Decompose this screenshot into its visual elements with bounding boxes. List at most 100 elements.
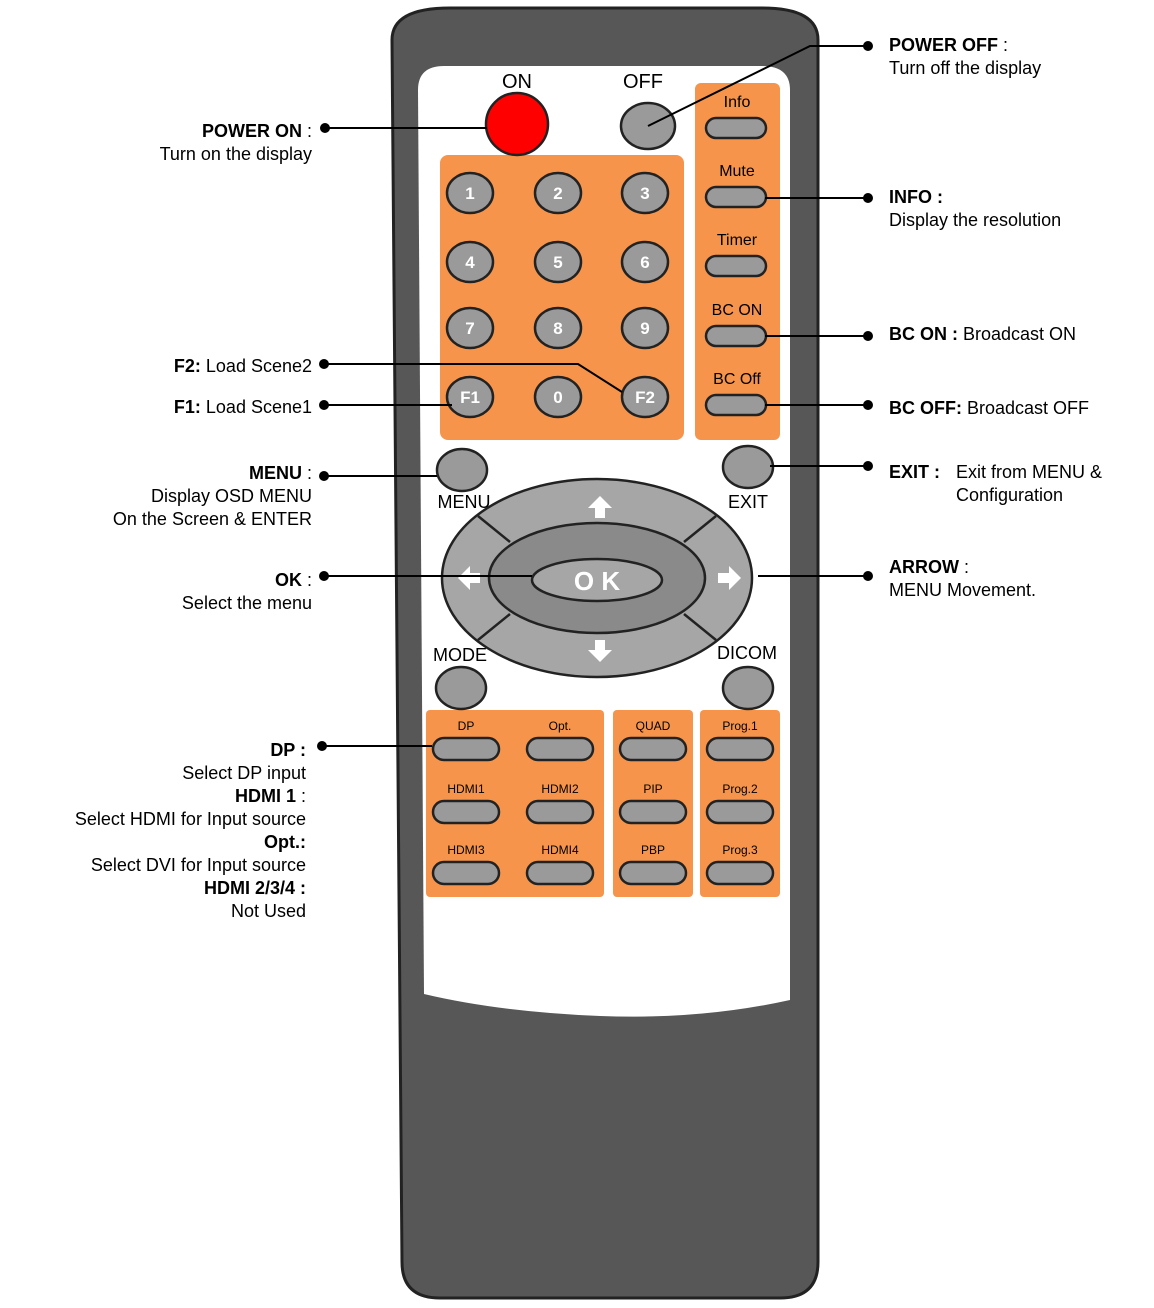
numpad-key-label: 9: [640, 319, 649, 338]
callout-ok-sep: :: [302, 570, 312, 590]
callout-menu-desc1: Display OSD MENU: [151, 486, 312, 506]
numpad-key-label: 4: [465, 253, 475, 272]
layout-pip-label: PIP: [643, 782, 662, 796]
power-off-label: OFF: [623, 71, 663, 93]
numpad-key-label: 3: [640, 184, 649, 203]
numpad-key-label: 0: [553, 388, 562, 407]
callout-bc-on: BC ON : Broadcast ON: [889, 323, 1076, 346]
callout-exit-desc2: Configuration: [956, 485, 1063, 505]
power-on-button[interactable]: [486, 93, 548, 155]
callout-bc-off-desc: Broadcast OFF: [962, 398, 1089, 418]
side-key-timer[interactable]: [706, 256, 766, 276]
callout-menu: MENU : Display OSD MENU On the Screen & …: [113, 462, 312, 531]
side-key-label: Info: [724, 94, 751, 111]
exit-button[interactable]: [723, 446, 773, 488]
callout-power-on-title: POWER ON: [202, 121, 302, 141]
callout-info: INFO : Display the resolution: [889, 186, 1061, 232]
numpad-key-label: 1: [465, 184, 474, 203]
callout-exit-title: EXIT :: [889, 461, 940, 484]
callout-ok: OK : Select the menu: [182, 569, 312, 615]
menu-label: MENU: [438, 492, 491, 512]
callout-dp-desc: Select DP input: [182, 763, 306, 783]
input-dp-button[interactable]: [433, 738, 499, 760]
callout-bc-off: BC OFF: Broadcast OFF: [889, 397, 1089, 420]
callout-f2-title: F2:: [174, 356, 201, 376]
input-hdmi1-label: HDMI1: [447, 782, 485, 796]
power-on-label: ON: [502, 71, 532, 93]
callout-hdmi1-title: HDMI 1: [235, 786, 296, 806]
callout-power-on: POWER ON : Turn on the display: [160, 120, 312, 166]
callout-power-on-desc: Turn on the display: [160, 144, 312, 164]
prog-2-button[interactable]: [707, 801, 773, 823]
input-opt-button[interactable]: [527, 738, 593, 760]
callout-hdmi234-desc: Not Used: [231, 901, 306, 921]
callout-power-off: POWER OFF : Turn off the display: [889, 34, 1041, 80]
input-hdmi2-button[interactable]: [527, 801, 593, 823]
side-key-label: BC ON: [712, 302, 763, 319]
ok-label: O K: [574, 566, 620, 596]
callout-menu-title: MENU: [249, 463, 302, 483]
layout-quad-button[interactable]: [620, 738, 686, 760]
dicom-label: DICOM: [717, 643, 777, 663]
prog-1-button[interactable]: [707, 738, 773, 760]
callout-f2: F2: Load Scene2: [174, 355, 312, 378]
callout-power-off-sep: :: [998, 35, 1008, 55]
callout-menu-desc2: On the Screen & ENTER: [113, 509, 312, 529]
callout-exit-desc: Exit from MENU & Configuration: [956, 461, 1102, 507]
callout-hdmi1-sep: :: [296, 786, 306, 806]
side-key-bc-off[interactable]: [706, 395, 766, 415]
callout-power-off-desc: Turn off the display: [889, 58, 1041, 78]
callout-hdmi234-title: HDMI 2/3/4 :: [204, 878, 306, 898]
mode-label: MODE: [433, 645, 487, 665]
menu-button[interactable]: [437, 449, 487, 491]
input-hdmi4-button[interactable]: [527, 862, 593, 884]
input-dp-label: DP: [458, 719, 475, 733]
dicom-button[interactable]: [723, 667, 773, 709]
side-key-label: Timer: [717, 232, 758, 249]
input-hdmi1-button[interactable]: [433, 801, 499, 823]
numpad-key-label: 8: [553, 319, 562, 338]
callout-arrow: ARROW : MENU Movement.: [889, 556, 1036, 602]
exit-label: EXIT: [728, 492, 768, 512]
numpad-key-label: 5: [553, 253, 562, 272]
callout-f1: F1: Load Scene1: [174, 396, 312, 419]
prog-1-label: Prog.1: [722, 719, 758, 733]
callout-arrow-sep: :: [959, 557, 969, 577]
side-key-info[interactable]: [706, 118, 766, 138]
mode-button[interactable]: [436, 667, 486, 709]
prog-3-button[interactable]: [707, 862, 773, 884]
callout-hdmi1-desc: Select HDMI for Input source: [75, 809, 306, 829]
numpad-key-label: F1: [460, 388, 480, 407]
callout-inputs: DP : Select DP input HDMI 1 : Select HDM…: [75, 739, 306, 923]
numpad-key-label: 6: [640, 253, 649, 272]
side-key-bc-on[interactable]: [706, 326, 766, 346]
input-hdmi2-label: HDMI2: [541, 782, 579, 796]
callout-bc-on-desc: Broadcast ON: [958, 324, 1076, 344]
input-hdmi4-label: HDMI4: [541, 843, 579, 857]
input-hdmi3-button[interactable]: [433, 862, 499, 884]
layout-pbp-label: PBP: [641, 843, 665, 857]
prog-2-label: Prog.2: [722, 782, 758, 796]
callout-info-desc: Display the resolution: [889, 210, 1061, 230]
callout-opt-title: Opt.:: [264, 832, 306, 852]
side-key-label: Mute: [719, 163, 755, 180]
side-key-mute[interactable]: [706, 187, 766, 207]
callout-info-title: INFO :: [889, 187, 943, 207]
numpad-key-label: F2: [635, 388, 655, 407]
callout-bc-off-title: BC OFF:: [889, 398, 962, 418]
callout-arrow-desc: MENU Movement.: [889, 580, 1036, 600]
numpad-key-label: 2: [553, 184, 562, 203]
layout-pbp-button[interactable]: [620, 862, 686, 884]
callout-f2-desc: Load Scene2: [201, 356, 312, 376]
callout-arrow-title: ARROW: [889, 557, 959, 577]
callout-exit-desc1: Exit from MENU &: [956, 462, 1102, 482]
layout-pip-button[interactable]: [620, 801, 686, 823]
callout-bc-on-title: BC ON :: [889, 324, 958, 344]
callout-exit-title-text: EXIT :: [889, 462, 940, 482]
callout-ok-desc: Select the menu: [182, 593, 312, 613]
numpad-key-label: 7: [465, 319, 474, 338]
callout-opt-desc: Select DVI for Input source: [91, 855, 306, 875]
prog-3-label: Prog.3: [722, 843, 758, 857]
layout-quad-label: QUAD: [636, 719, 671, 733]
callout-f1-title: F1:: [174, 397, 201, 417]
